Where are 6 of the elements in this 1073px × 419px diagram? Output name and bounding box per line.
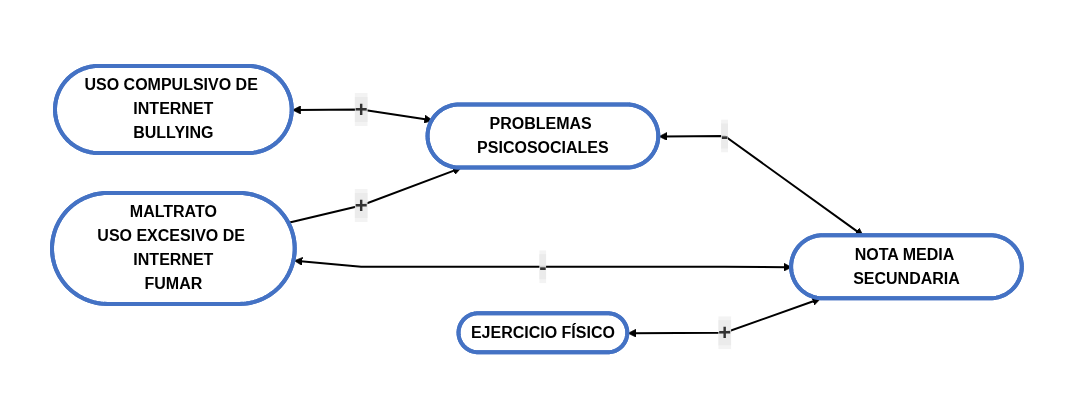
edge-label: + bbox=[354, 193, 368, 219]
edge-label: - bbox=[720, 123, 728, 149]
arrow bbox=[627, 297, 821, 338]
edge-label: + bbox=[354, 97, 368, 123]
edge-label: - bbox=[538, 254, 547, 280]
edge-label: + bbox=[717, 320, 731, 346]
